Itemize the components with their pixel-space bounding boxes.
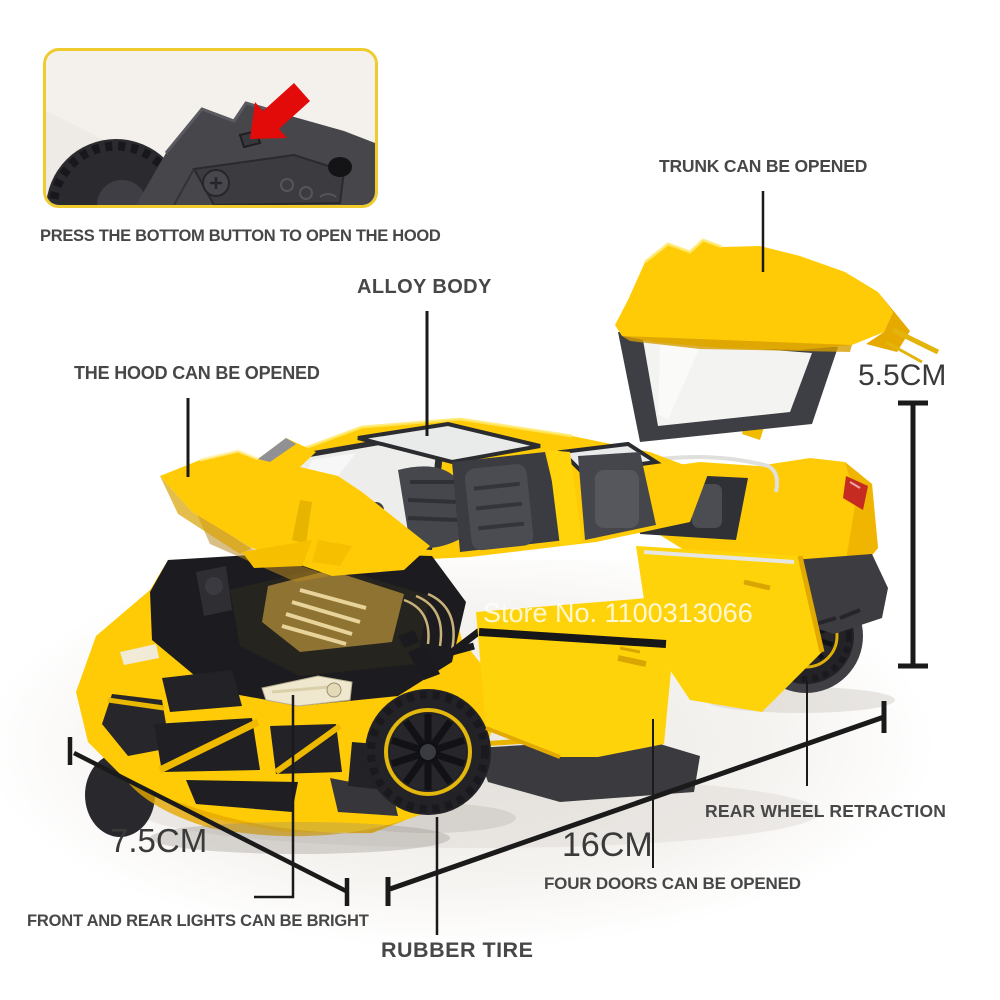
- rear-bumper: [792, 476, 888, 634]
- callout-hood: THE HOOD CAN BE OPENED: [74, 363, 320, 383]
- grille-mesh: [162, 670, 242, 712]
- hood-width-measure-line: [67, 737, 350, 906]
- door-stripe: [478, 628, 667, 648]
- headlight: [261, 675, 353, 707]
- inset-hole: [328, 157, 352, 177]
- trunk-lid: [615, 240, 893, 350]
- inset-photo-hood-button: [43, 48, 378, 208]
- inset-chassis: [136, 101, 375, 205]
- lights-callout-line: [254, 695, 295, 899]
- taillight: [843, 476, 868, 510]
- b-pillar: [548, 450, 582, 546]
- left-headlight: [120, 644, 159, 665]
- open-front-door: [476, 597, 673, 759]
- callout-alloy-body: ALLOY BODY: [357, 276, 492, 298]
- engine-bay: [150, 552, 466, 706]
- front-seat: [398, 466, 462, 548]
- callout-lights: FRONT AND REAR LIGHTS CAN BE BRIGHT: [27, 912, 369, 930]
- open-rear-door: [636, 546, 825, 712]
- inset-caption: PRESS THE BOTTOM BUTTON TO OPEN THE HOOD: [40, 227, 441, 245]
- measurement-length: 16CM: [562, 826, 653, 864]
- callout-rubber-tire: RUBBER TIRE: [381, 938, 534, 962]
- callout-trunk: TRUNK CAN BE OPENED: [659, 156, 868, 176]
- front-wheel: [365, 689, 491, 815]
- front-canard: [102, 694, 170, 756]
- open-trunk: [615, 238, 940, 442]
- annotation-lines: [67, 191, 928, 935]
- length-measure-line: [385, 701, 887, 906]
- measurement-hood-width: 7.5CM: [110, 822, 208, 859]
- hood-strut: [292, 500, 312, 544]
- grille-mesh: [186, 780, 298, 812]
- sunroof-front: [357, 421, 541, 465]
- open-hood: [160, 438, 430, 582]
- red-arrow-icon: [250, 83, 310, 139]
- splitter-fin: [330, 778, 398, 816]
- store-watermark: Store No. 1100313066: [483, 598, 753, 628]
- callout-four-doors: FOUR DOORS CAN BE OPENED: [544, 874, 801, 893]
- callout-rear-wheel: REAR WHEEL RETRACTION: [705, 801, 947, 821]
- height-measure-line: [898, 400, 928, 669]
- inset-photo-content: [46, 51, 375, 205]
- fender-vents: [398, 630, 440, 680]
- measurement-height: 5.5CM: [858, 359, 947, 392]
